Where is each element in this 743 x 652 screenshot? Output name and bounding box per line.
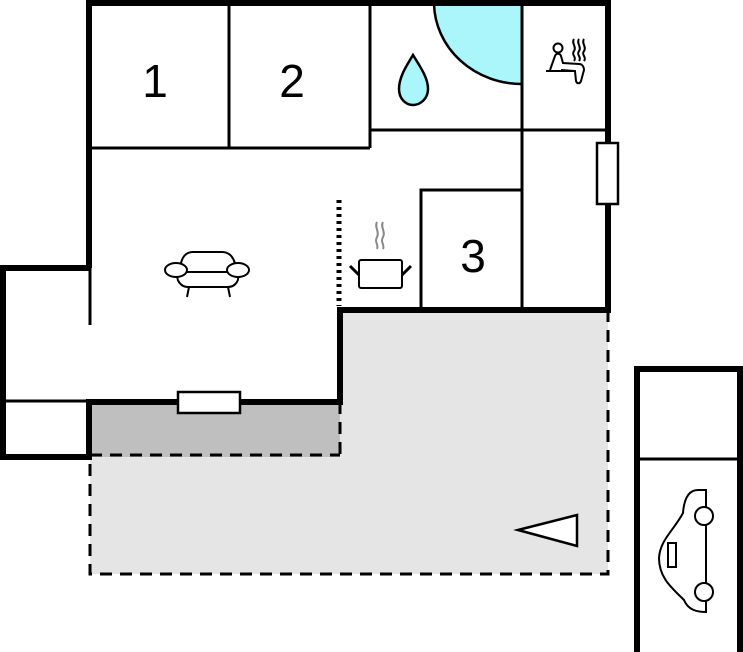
- interior-walls: [4, 4, 740, 461]
- sauna-icon: [546, 38, 586, 85]
- entrance-arrow-icon: [513, 513, 579, 548]
- room-label-1: 1: [142, 55, 168, 107]
- car-icon: [657, 489, 714, 614]
- room-label-2: 2: [279, 55, 305, 107]
- window-hallway: [595, 141, 620, 206]
- armchair-icon: [164, 251, 250, 298]
- terrace: [88, 310, 610, 576]
- window-living-room: [176, 390, 242, 415]
- water-drop-icon: [397, 52, 430, 107]
- cooking-pot-icon: [348, 221, 413, 289]
- room-label-3: 3: [460, 230, 486, 282]
- shower-quarter-circle-icon: [432, 2, 524, 86]
